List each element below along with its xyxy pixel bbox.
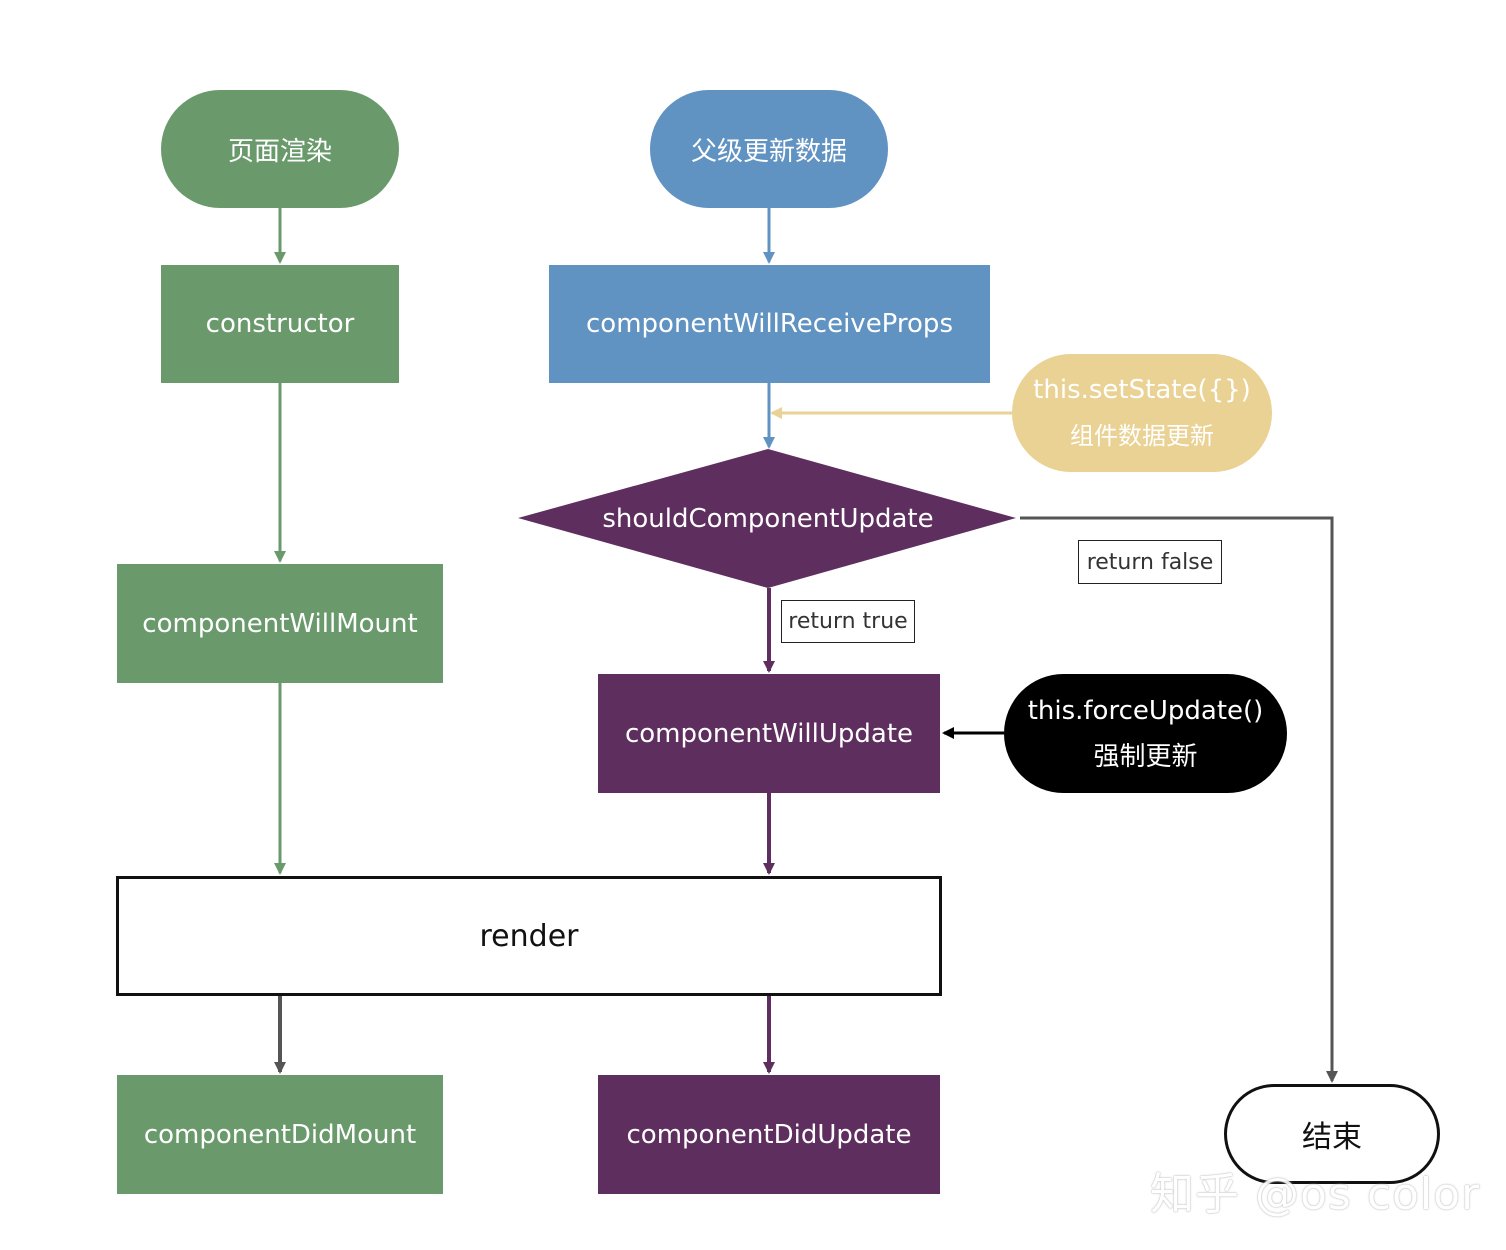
set-state-code-label: this.setState({}) — [1033, 375, 1251, 405]
parent-update-start: 父级更新数据 — [650, 90, 888, 208]
force-update-code-label: this.forceUpdate() — [1027, 695, 1264, 726]
component-will-mount-label: componentWillMount — [142, 608, 418, 639]
render-label: render — [479, 918, 579, 954]
force-update-node: this.forceUpdate() 强制更新 — [1004, 674, 1287, 793]
component-did-mount-node: componentDidMount — [117, 1075, 443, 1194]
set-state-desc-label: 组件数据更新 — [1070, 422, 1214, 450]
force-update-desc-label: 强制更新 — [1093, 741, 1198, 772]
component-will-update-node: componentWillUpdate — [598, 674, 940, 793]
return-false-text: return false — [1086, 549, 1214, 575]
return-true-label: return true — [781, 600, 915, 643]
component-did-mount-label: componentDidMount — [143, 1119, 417, 1150]
page-render-start: 页面渲染 — [161, 90, 399, 208]
watermark: 知乎 @os color — [1150, 1169, 1481, 1220]
component-will-update-label: componentWillUpdate — [624, 718, 914, 749]
component-did-update-node: componentDidUpdate — [598, 1075, 940, 1194]
constructor-label: constructor — [205, 309, 355, 339]
page-render-label: 页面渲染 — [227, 136, 332, 167]
set-state-node: this.setState({}) 组件数据更新 — [1012, 354, 1272, 472]
should-component-update-label: shouldComponentUpdate — [602, 503, 934, 534]
arrow-should-update-to-end — [1020, 516, 1338, 1083]
component-will-receive-props-node: componentWillReceiveProps — [549, 265, 990, 383]
end-node: 结束 — [1224, 1084, 1440, 1184]
component-will-mount-node: componentWillMount — [117, 564, 443, 683]
return-true-text: return true — [788, 609, 908, 634]
component-will-receive-props-label: componentWillReceiveProps — [586, 309, 953, 339]
parent-update-label: 父级更新数据 — [690, 136, 847, 167]
component-did-update-label: componentDidUpdate — [626, 1119, 912, 1150]
should-component-update-diamond — [518, 449, 1016, 588]
return-false-label: return false — [1078, 540, 1222, 584]
should-component-update-label-wrap: shouldComponentUpdate — [518, 449, 1018, 588]
constructor-node: constructor — [161, 265, 399, 383]
render-node: render — [116, 876, 942, 996]
end-label: 结束 — [1302, 1120, 1362, 1155]
